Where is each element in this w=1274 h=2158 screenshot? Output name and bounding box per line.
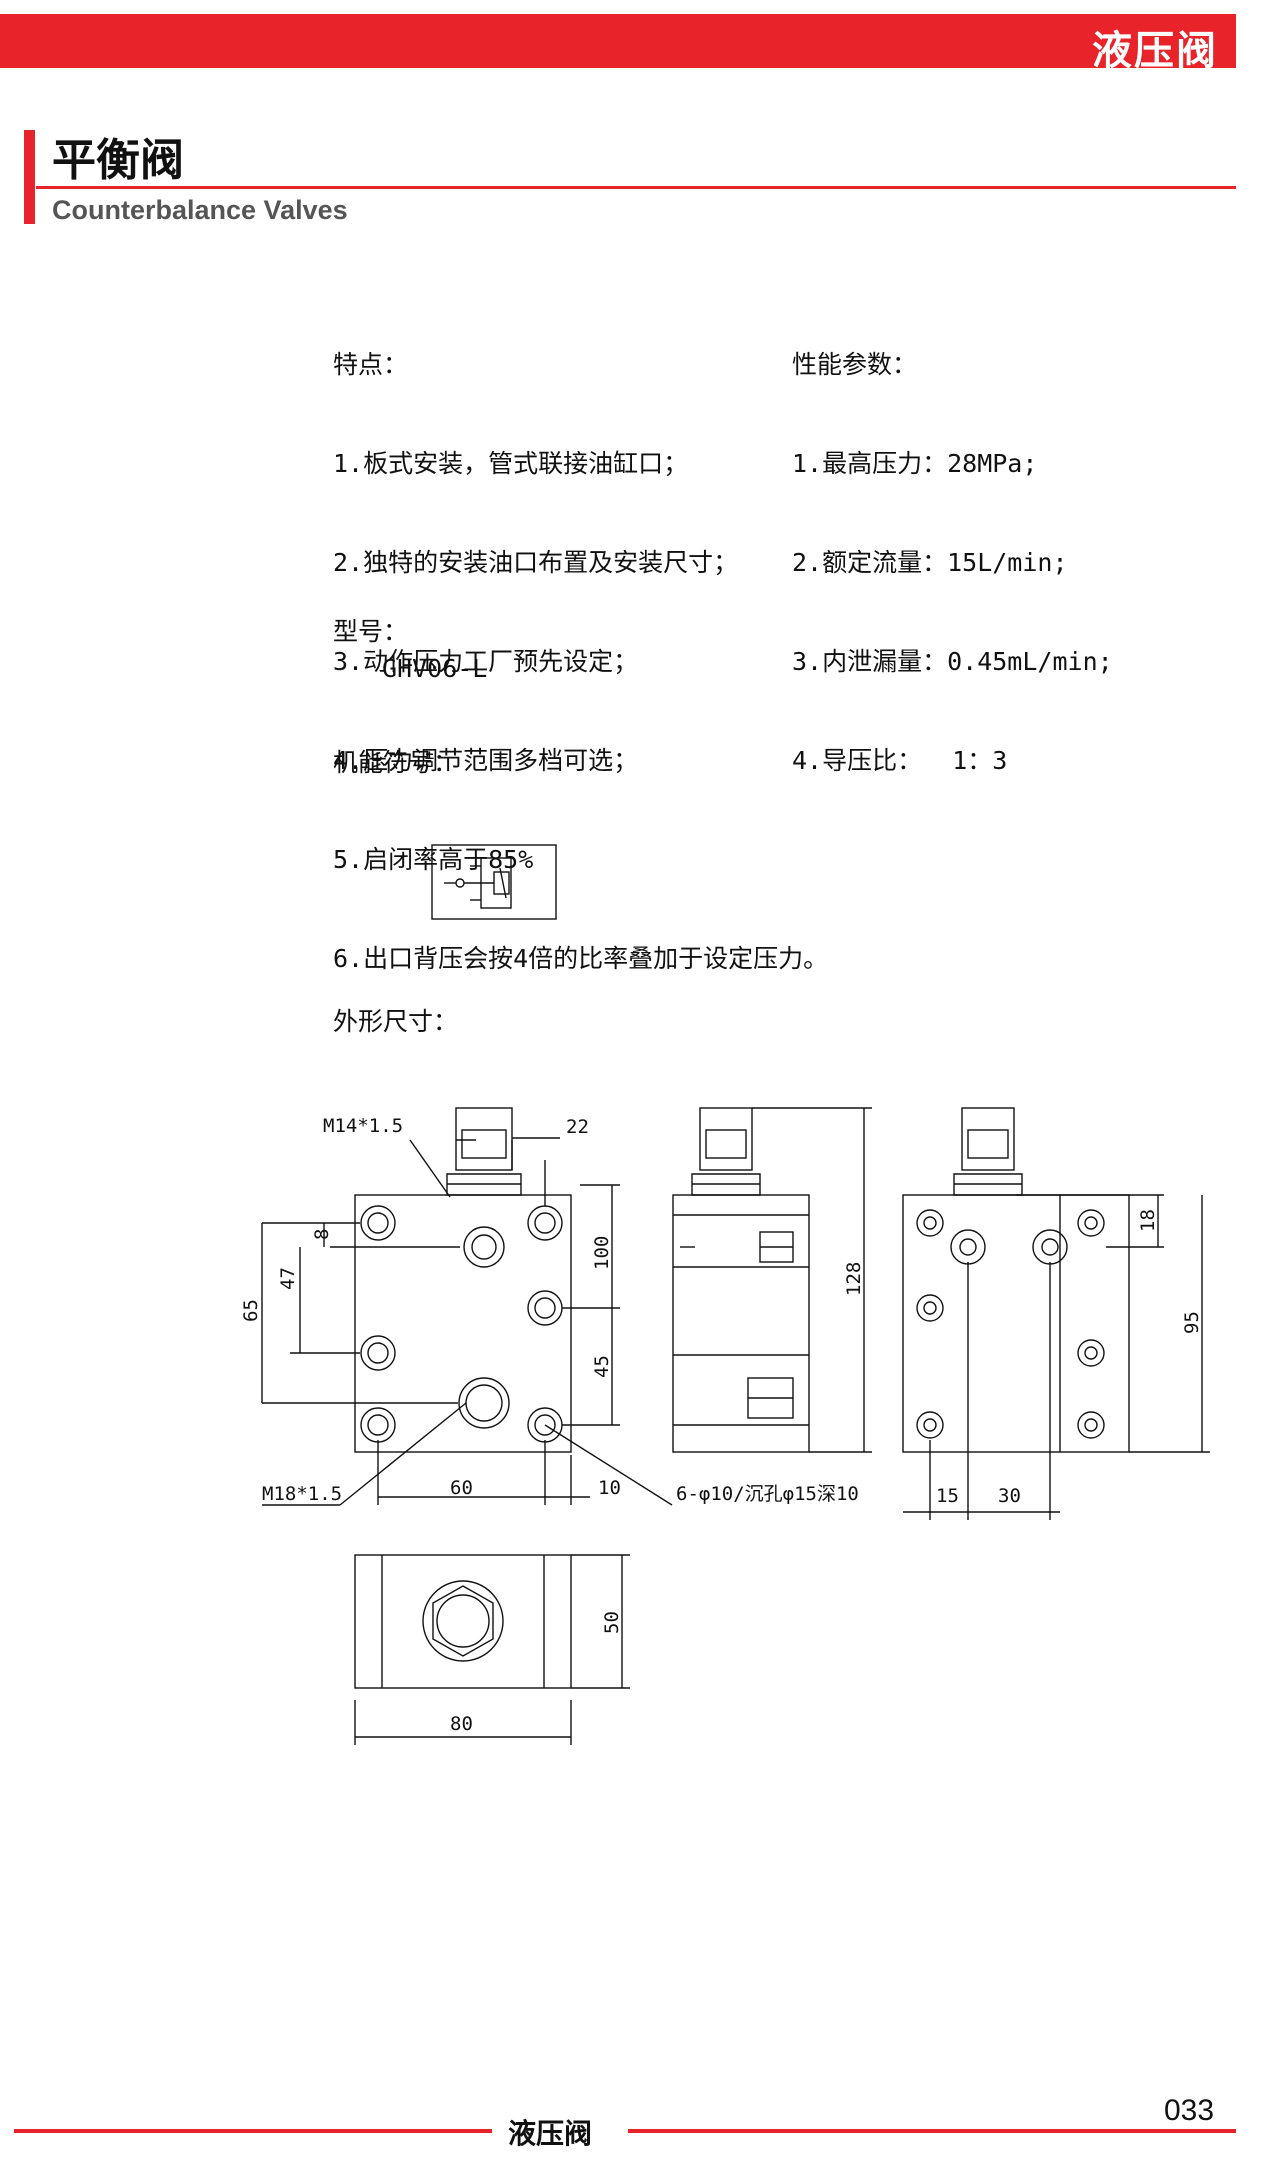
title-accent-bar xyxy=(24,130,35,224)
dim-label: M14*1.5 xyxy=(323,1115,403,1137)
bottom-view xyxy=(354,1554,630,1745)
performance-item: 3.内泄漏量：0.45mL/min; xyxy=(792,647,1113,676)
dim-label: 128 xyxy=(843,1262,865,1296)
performance-section: 性能参数： 1.最高压力：28MPa; 2.额定流量：15L/min; 3.内泄… xyxy=(792,286,1113,810)
page-subtitle: Counterbalance Valves xyxy=(52,195,348,225)
dim-label: 60 xyxy=(450,1477,473,1499)
performance-heading: 性能参数： xyxy=(792,350,918,379)
page-number: 033 xyxy=(1164,2094,1215,2127)
dim-label: 47 xyxy=(277,1267,299,1290)
dim-label: M18*1.5 xyxy=(262,1483,342,1505)
front-view xyxy=(261,1107,673,1506)
footer-category: 液压阀 xyxy=(508,2117,593,2150)
dim-label: 15 xyxy=(936,1485,959,1507)
footer-rule-left xyxy=(14,2129,492,2133)
feature-item: 1.板式安装，管式联接油缸口； xyxy=(333,449,689,478)
dim-label: 6-φ10/沉孔φ15深10 xyxy=(676,1483,859,1505)
dimensions-heading: 外形尺寸： xyxy=(333,1007,459,1036)
dim-label: 22 xyxy=(566,1116,589,1138)
dim-label: 65 xyxy=(240,1299,262,1322)
feature-item: 6.出口背压会按4倍的比率叠加于设定压力。 xyxy=(333,944,829,973)
features-heading: 特点： xyxy=(333,350,409,379)
feature-item: 4.压力调节范围多档可选； xyxy=(333,746,639,775)
hydraulic-symbol xyxy=(431,844,557,920)
dim-label: 80 xyxy=(450,1713,473,1735)
performance-item: 4.导压比： 1：3 xyxy=(792,746,1008,775)
dim-label: 18 xyxy=(1137,1209,1159,1232)
dim-label: 50 xyxy=(601,1611,623,1634)
dim-label: 45 xyxy=(591,1355,613,1378)
page-title: 平衡阀 xyxy=(52,135,184,186)
title-underline xyxy=(36,186,1236,189)
right-view xyxy=(902,1107,1210,1520)
dim-label: 95 xyxy=(1181,1311,1203,1334)
dim-label: 10 xyxy=(598,1477,621,1499)
dim-label: 100 xyxy=(591,1236,613,1270)
performance-item: 2.额定流量：15L/min; xyxy=(792,548,1068,577)
footer-rule-right xyxy=(628,2129,1236,2133)
banner-category: 液压阀 xyxy=(1092,28,1218,74)
side-view xyxy=(672,1107,872,1453)
dim-label: 8 xyxy=(311,1229,333,1240)
symbol-heading: 机能符号： xyxy=(333,748,459,777)
feature-item: 2.独特的安装油口布置及安装尺寸； xyxy=(333,548,739,577)
model-value: GHV06-L xyxy=(382,654,488,683)
model-heading: 型号： xyxy=(333,617,409,646)
feature-item: 3.动作压力工厂预先设定； xyxy=(333,647,639,676)
performance-item: 1.最高压力：28MPa; xyxy=(792,449,1038,478)
dim-label: 30 xyxy=(998,1485,1021,1507)
top-banner: 液压阀 xyxy=(0,14,1236,74)
